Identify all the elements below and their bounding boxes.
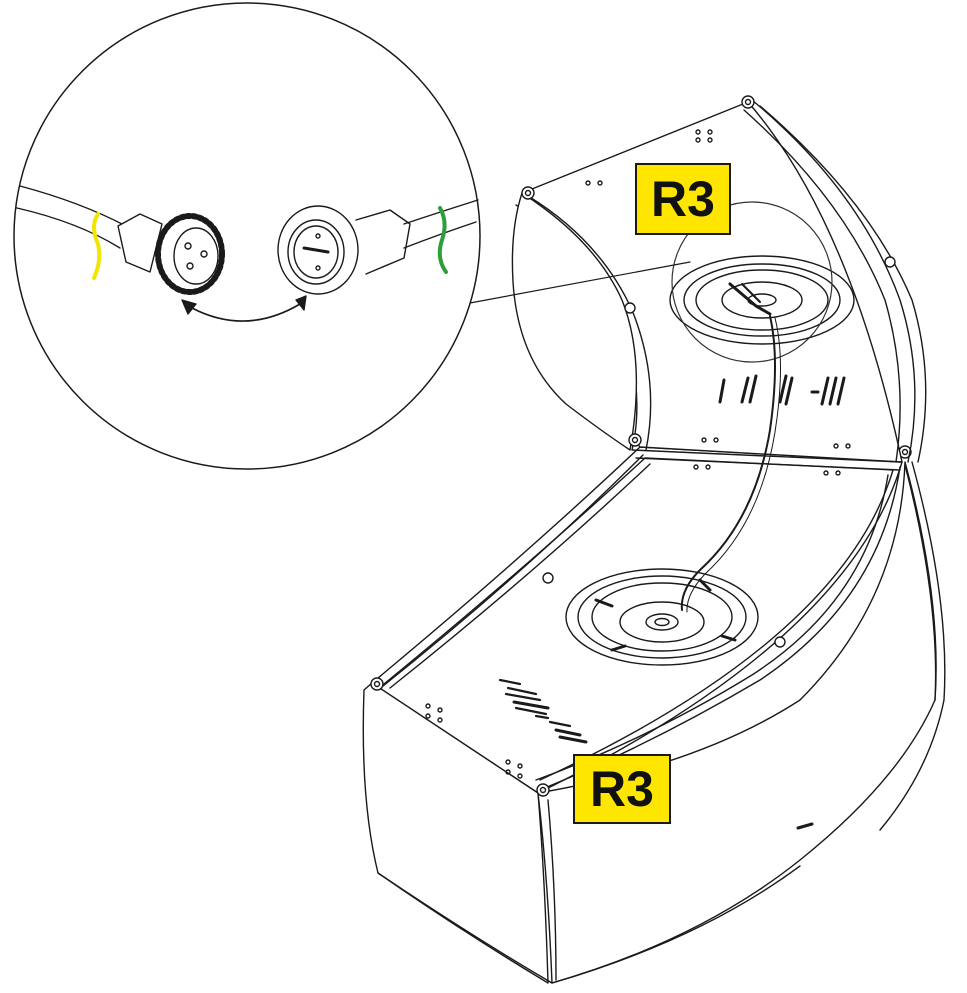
connector-left-icon <box>117 213 225 295</box>
upper-cabinet <box>511 95 927 613</box>
yellow-marker <box>92 212 102 280</box>
detail-zoom-circle <box>13 2 481 470</box>
green-marker <box>437 206 448 274</box>
lower-cabinet <box>362 445 946 984</box>
callout-line <box>469 261 691 304</box>
rotate-arrow-icon <box>181 295 307 322</box>
connector-right-icon <box>277 205 411 295</box>
label-r3-bottom: R3 <box>573 754 671 824</box>
label-r3-top: R3 <box>635 163 731 235</box>
